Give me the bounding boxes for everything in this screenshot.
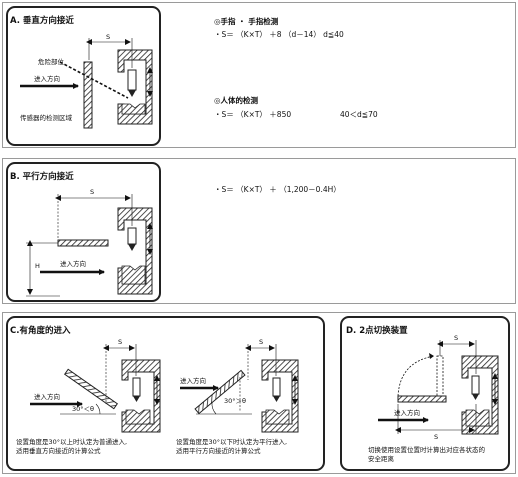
die-a [121,103,146,115]
dimension-s-label: S [434,433,439,441]
punch-tip-b [128,244,136,251]
sensor-position-horizontal [397,395,447,403]
caption-line: 设置角度是30°以下时认定为平行进入, [176,438,288,446]
section-c-panel [6,316,325,471]
entry-direction-label: 进入方向 [60,260,86,268]
dimension-s-label: S [106,33,111,41]
caption-line: 安全距离 [368,455,394,463]
dimension-s-label: S [90,188,95,196]
dimension-s-label: S [454,334,459,342]
finger-detection-heading: ◎手指 ・ 手指检测 [214,17,279,26]
danger-zone-label: 危险部位 [38,58,64,66]
caption-line: 切换使用设置位置时计算出对应各状态的 [368,446,485,454]
body-detection-condition: 40＜d≦70 [340,110,378,119]
dimension-s-label: S [259,338,264,346]
entry-direction-label: 进入方向 [394,409,420,417]
angle-label: 30°＜θ [72,405,94,413]
section-d-title: D. 2点切换装置 [346,326,408,336]
caption-line: 适用垂直方向接近的计算公式 [16,447,101,455]
section-b-title: B. 平行方向接近 [10,172,74,182]
entry-direction-label: 进入方向 [34,393,60,401]
punch-tip-a [128,90,136,97]
section-cd-frame [2,312,516,474]
parallel-approach-formula: ・S＝ （K×T） ＋ （1,200－0.4H） [214,185,341,194]
caption-line: 设置角度是30°以上时认定为普通进入, [16,438,128,446]
entry-direction-label: 进入方向 [180,377,206,385]
dimension-s-label: S [118,338,123,346]
section-c-title: C.有角度的进入 [10,326,71,336]
entry-direction-label: 进入方向 [34,75,60,83]
body-detection-formula: ・S＝ （K×T） ＋850 [214,110,292,119]
die-b [121,265,146,285]
section-d-panel [340,316,510,471]
section-b-frame [2,158,516,304]
angle-label: 30°＞θ [224,397,246,405]
section-a-title: A. 垂直方向接近 [10,16,74,26]
sensor-bar-a [83,61,93,129]
finger-detection-formula: ・S＝ （K×T） ＋8 （d－14） d≦40 [214,30,344,39]
dimension-h-label: H [35,262,40,270]
sensor-area-label: 传感器的检测区域 [20,114,72,122]
caption-line: 适用平行方向接近的计算公式 [176,447,261,455]
section-a-frame [2,2,516,148]
sensor-position-vertical [436,355,444,397]
body-detection-heading: ◎人体的检测 [214,96,259,105]
